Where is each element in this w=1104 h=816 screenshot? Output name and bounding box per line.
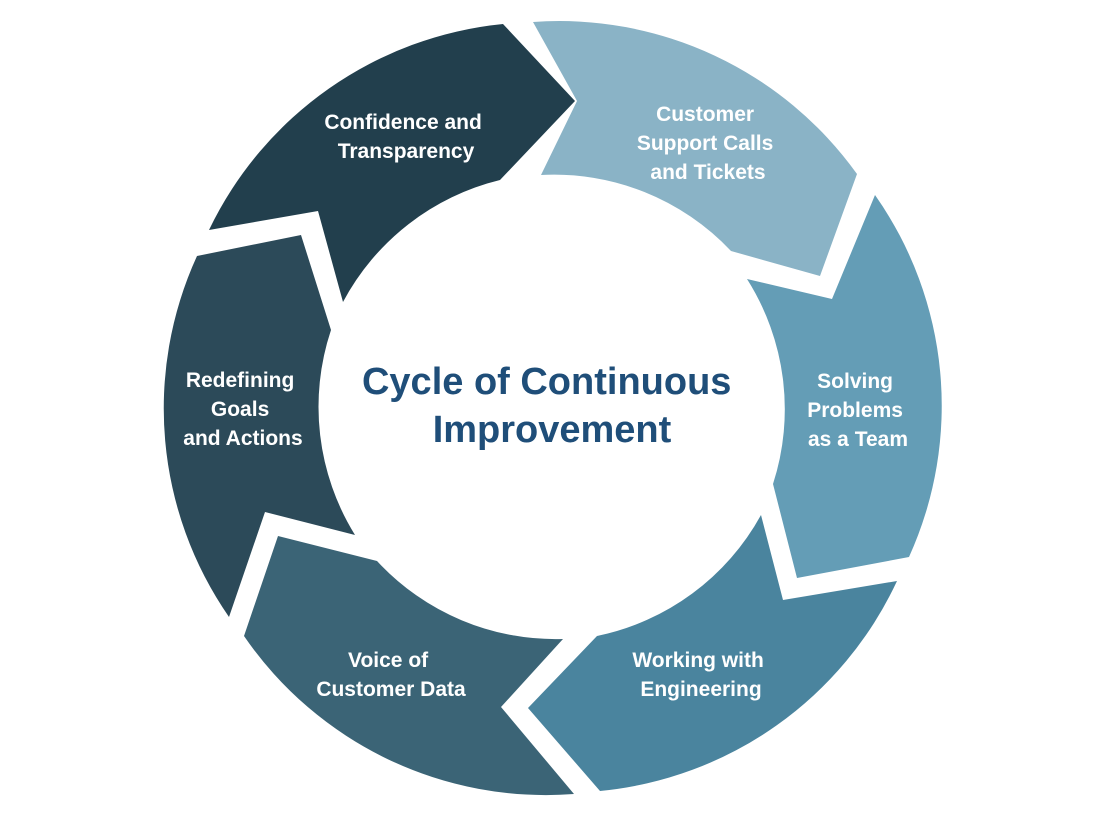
segment-confidence-transparency-label: Confidence and Transparency bbox=[324, 111, 487, 163]
segment-confidence-transparency: Confidence and Transparency bbox=[209, 24, 575, 302]
segment-solving-problems: Solving Problems as a Team bbox=[747, 195, 942, 578]
center-title-line-1: Cycle of Continuous bbox=[362, 361, 731, 403]
segment-working-engineering-shape bbox=[528, 515, 897, 791]
center-title: Cycle of Continuous Improvement bbox=[362, 361, 742, 451]
segment-customer-support: Customer Support Calls and Tickets bbox=[533, 21, 857, 276]
segment-redefining-goals: Redefining Goals and Actions bbox=[163, 235, 355, 617]
segment-solving-problems-shape bbox=[747, 195, 942, 578]
segment-redefining-goals-label: Redefining Goals and Actions bbox=[183, 369, 302, 450]
segment-voice-customer-shape bbox=[244, 536, 574, 796]
segment-confidence-transparency-shape bbox=[209, 24, 575, 302]
segment-solving-problems-label: Solving Problems as a Team bbox=[807, 370, 909, 451]
segment-voice-customer-label: Voice of Customer Data bbox=[316, 649, 466, 701]
segment-customer-support-shape bbox=[533, 21, 857, 276]
segment-working-engineering: Working with Engineering bbox=[528, 515, 897, 791]
segment-redefining-goals-shape bbox=[163, 235, 355, 617]
segment-voice-customer: Voice of Customer Data bbox=[244, 536, 574, 796]
center-title-line-2: Improvement bbox=[433, 409, 672, 451]
segment-customer-support-label: Customer Support Calls and Tickets bbox=[637, 103, 779, 184]
segment-working-engineering-label: Working with Engineering bbox=[632, 649, 769, 701]
